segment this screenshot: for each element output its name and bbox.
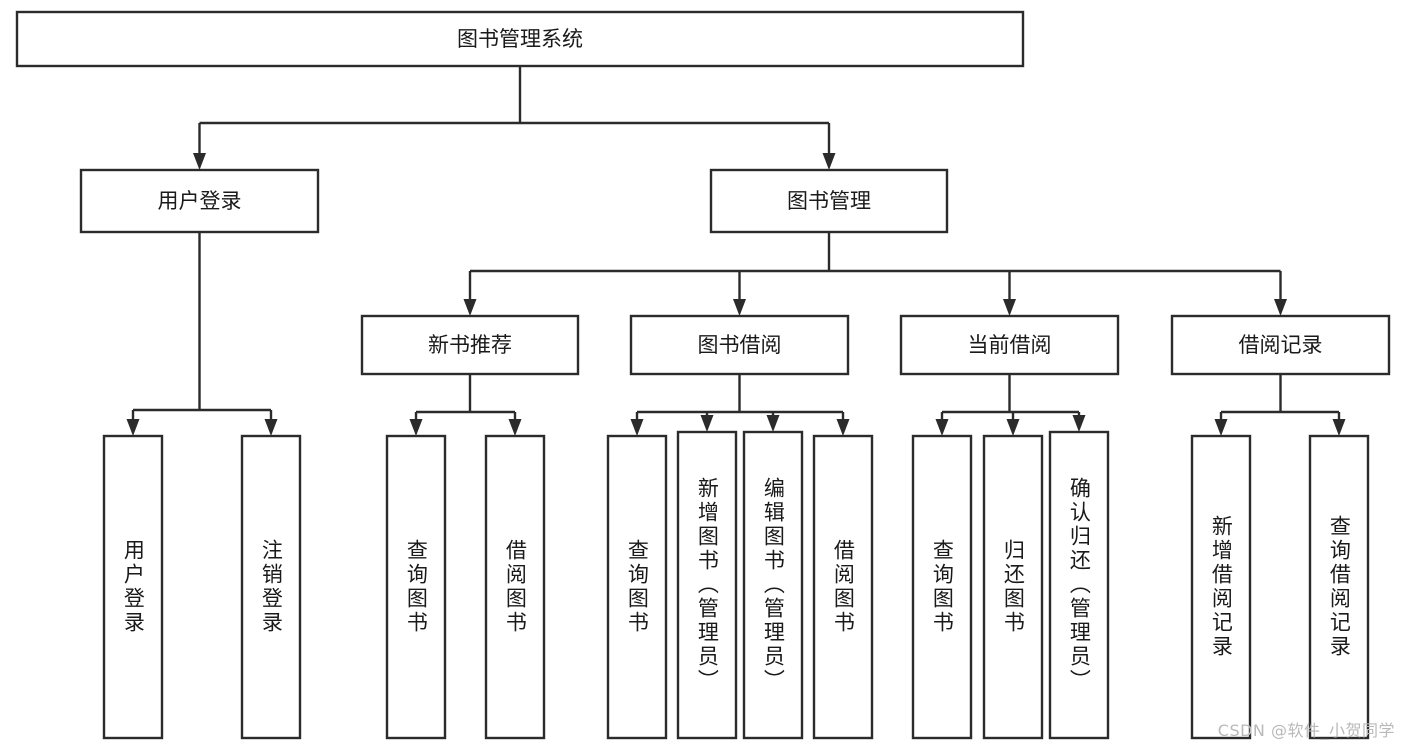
arrow-head-icon bbox=[1003, 299, 1016, 316]
arrow-head-icon bbox=[126, 419, 140, 436]
leaf-box-leaf-query-book-2[interactable] bbox=[606, 434, 668, 740]
arrow-head-icon bbox=[463, 299, 477, 316]
leaf-box-leaf-query-record[interactable] bbox=[1308, 434, 1370, 740]
node-label-current-borrow: 当前借阅 bbox=[968, 333, 1052, 357]
arrow-head-icon bbox=[1274, 299, 1287, 316]
node-box-root[interactable] bbox=[15, 10, 1025, 68]
node-label-book-management: 图书管理 bbox=[787, 189, 871, 213]
arrow-head-icon bbox=[508, 419, 522, 436]
arrow-head-icon bbox=[733, 299, 746, 316]
arrow-head-icon bbox=[193, 153, 206, 170]
node-label-user-login: 用户登录 bbox=[158, 189, 242, 213]
leaf-box-leaf-return-book[interactable] bbox=[982, 434, 1044, 740]
leaf-box-leaf-query-book-3[interactable] bbox=[911, 434, 973, 740]
leaf-box-leaf-confirm-return[interactable] bbox=[1048, 430, 1110, 740]
node-box-book-management[interactable] bbox=[709, 168, 949, 234]
node-label-root: 图书管理系统 bbox=[457, 27, 583, 51]
node-box-new-book-rec[interactable] bbox=[360, 314, 580, 376]
arrow-head-icon bbox=[264, 419, 278, 436]
arrow-head-icon bbox=[935, 419, 949, 436]
leaf-box-leaf-add-book[interactable] bbox=[676, 430, 738, 740]
node-box-borrow-record[interactable] bbox=[1170, 314, 1391, 376]
node-box-user-login[interactable] bbox=[79, 168, 320, 234]
arrow-head-icon bbox=[1072, 415, 1086, 432]
arrow-head-icon bbox=[1332, 419, 1346, 436]
csdn-watermark: CSDN @软件_小贺同学 bbox=[1217, 721, 1395, 740]
box-layer bbox=[15, 10, 1391, 740]
arrow-head-icon bbox=[822, 153, 836, 170]
leaf-box-leaf-borrow-book-2[interactable] bbox=[812, 434, 874, 740]
arrow-head-icon bbox=[700, 415, 714, 432]
leaf-box-leaf-edit-book[interactable] bbox=[742, 430, 804, 740]
arrow-head-icon bbox=[1006, 419, 1020, 436]
arrow-head-icon bbox=[1214, 419, 1228, 436]
node-label-borrow-record: 借阅记录 bbox=[1239, 333, 1323, 357]
node-box-current-borrow[interactable] bbox=[899, 314, 1120, 376]
connector-layer bbox=[126, 66, 1346, 436]
leaf-box-leaf-logout[interactable] bbox=[240, 434, 302, 740]
arrow-head-icon bbox=[836, 419, 850, 436]
arrow-head-icon bbox=[409, 419, 423, 436]
arrow-head-icon bbox=[630, 419, 644, 436]
leaf-box-leaf-add-record[interactable] bbox=[1190, 434, 1252, 740]
node-box-book-borrow[interactable] bbox=[629, 314, 850, 376]
leaf-box-leaf-borrow-book-1[interactable] bbox=[484, 434, 546, 740]
leaf-box-leaf-query-book-1[interactable] bbox=[385, 434, 447, 740]
leaf-box-leaf-user-login[interactable] bbox=[102, 434, 164, 740]
arrow-head-icon bbox=[766, 415, 780, 432]
node-label-new-book-rec: 新书推荐 bbox=[428, 333, 512, 357]
node-label-book-borrow: 图书借阅 bbox=[698, 333, 782, 357]
